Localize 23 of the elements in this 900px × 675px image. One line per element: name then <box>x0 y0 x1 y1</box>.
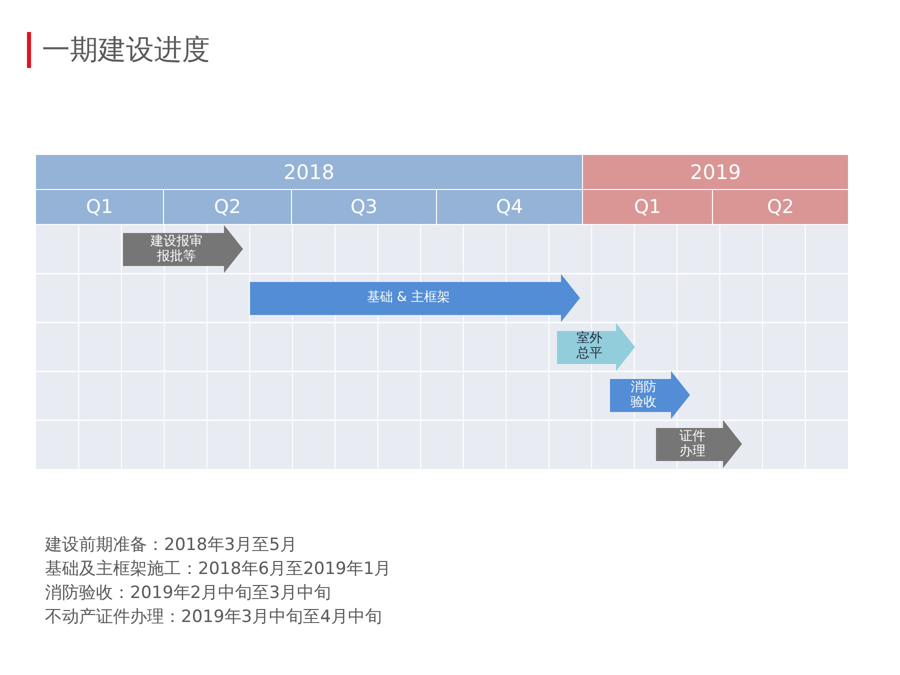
gantt-task-bar <box>250 274 580 322</box>
gantt-task-bar <box>610 371 690 420</box>
quarter-header-cell: Q4 <box>437 190 582 224</box>
schedule-note: 不动产证件办理：2019年3月中旬至4月中旬 <box>45 606 383 629</box>
quarter-header-cell: Q3 <box>292 190 436 224</box>
quarter-header-cell: Q2 <box>164 190 291 224</box>
gantt-task-bar <box>557 322 635 371</box>
quarter-header-cell: Q2 <box>713 190 848 224</box>
schedule-note: 基础及主框架施工：2018年6月至2019年1月 <box>45 558 392 581</box>
year-header-cell: 2019 <box>583 155 848 189</box>
year-header-cell: 2018 <box>36 155 582 189</box>
task-label: 消防验收 <box>630 380 658 411</box>
schedule-note: 建设前期准备：2018年3月至5月 <box>45 534 298 557</box>
quarter-header-cell: Q1 <box>36 190 163 224</box>
task-label: 室外总平 <box>576 332 604 362</box>
gantt-task-bar <box>656 420 742 468</box>
task-label: 建设报审报批等 <box>150 234 204 264</box>
schedule-note: 消防验收：2019年2月中旬至3月中旬 <box>45 582 332 605</box>
slide-title: 一期建设进度 <box>42 32 210 68</box>
task-label: 证件办理 <box>678 430 706 460</box>
quarter-header-cell: Q1 <box>583 190 712 224</box>
gantt-task-bar <box>123 225 243 273</box>
task-label: 基础 & 主框架 <box>366 290 450 306</box>
